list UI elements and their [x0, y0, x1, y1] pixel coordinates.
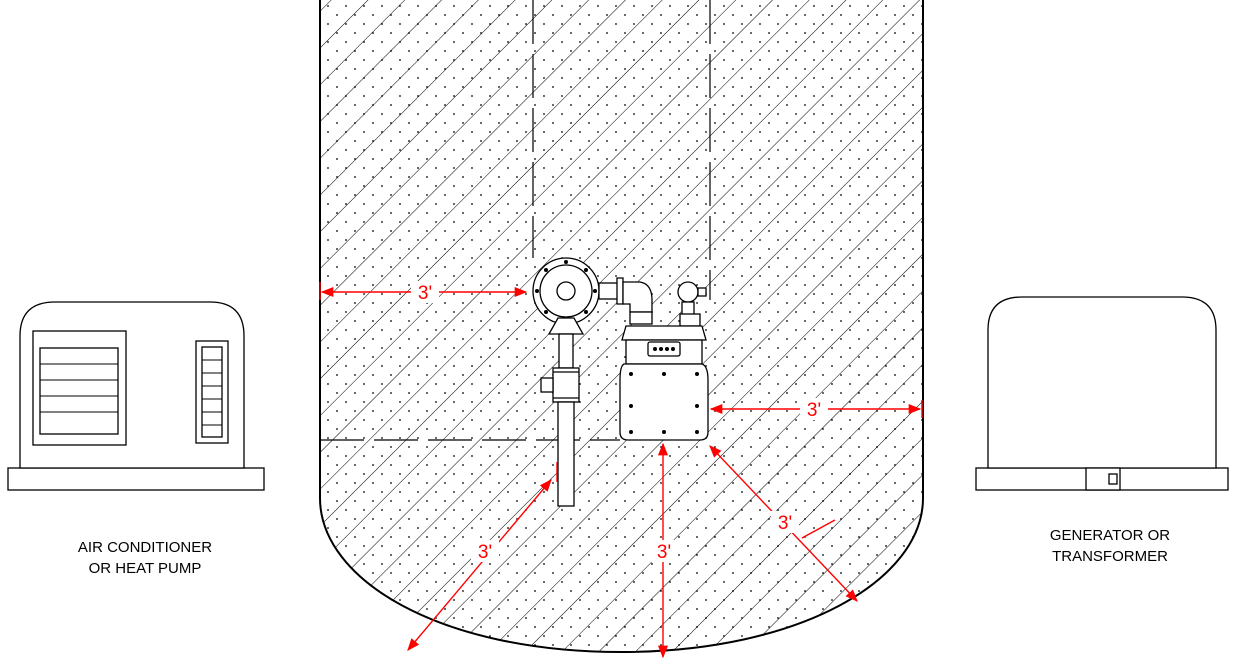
generator-caption: GENERATOR OR TRANSFORMER [995, 525, 1225, 567]
generator-unit [975, 296, 1229, 491]
generator-caption-line1: GENERATOR OR [1049, 527, 1171, 544]
air-conditioner-caption-line2: OR HEAT PUMP [88, 560, 202, 577]
dim-right-label: 3' [807, 400, 821, 421]
dim-right-label-bg [800, 398, 828, 420]
gas-regulator [532, 257, 653, 507]
dim-left-label: 3' [418, 283, 432, 304]
dim-left-label-bg [411, 281, 439, 303]
dim-bottom-label: 3' [657, 542, 671, 563]
dim-lower-right-label-bg [771, 511, 799, 533]
air-conditioner-caption: AIR CONDITIONER OR HEAT PUMP [30, 537, 260, 579]
air-conditioner-caption-line1: AIR CONDITIONER [77, 539, 213, 556]
dim-bottom-label-bg [650, 540, 678, 562]
gas-meter [619, 281, 709, 441]
air-conditioner-unit [7, 301, 265, 491]
dim-lower-right-label: 3' [778, 513, 792, 534]
dim-lower-left-label-bg [471, 540, 499, 562]
dim-lower-left-label: 3' [478, 542, 492, 563]
generator-caption-line2: TRANSFORMER [1052, 548, 1168, 565]
